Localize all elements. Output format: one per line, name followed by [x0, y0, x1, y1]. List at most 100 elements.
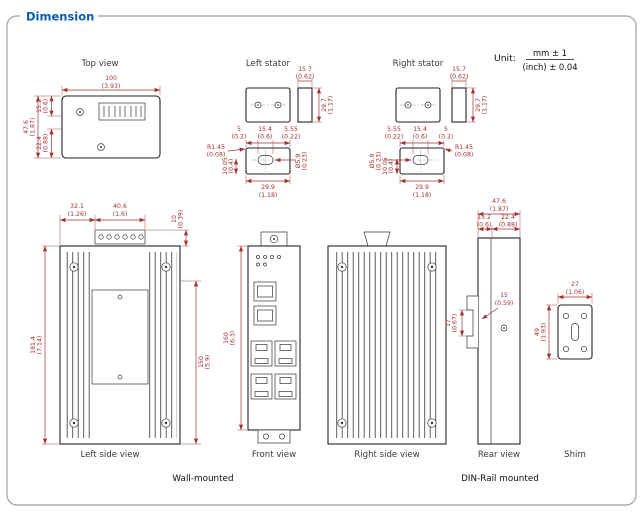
heatsink-fins: [63, 252, 91, 438]
dim-rstator-radius-in: (0.08): [455, 152, 474, 159]
screw-hole: [76, 108, 84, 116]
dim-rstator-hole-mm: Ø5.9: [368, 154, 376, 169]
right-stator-view: Right stator 15.7 (0.62) 29.7 (1.17) 5.5…: [368, 59, 489, 199]
unit-inch: (inch) ± 0.04: [522, 62, 577, 72]
rear-screw: [500, 324, 508, 332]
stator-hole: [424, 101, 432, 109]
dim-topview-depth-in: (1.87): [30, 118, 37, 137]
dim-rstator-seg2-in: (0.6): [413, 134, 428, 141]
shim-hole: [580, 312, 588, 320]
sfp-slot: [253, 281, 277, 302]
dim-lstator-height-in: (1.17): [328, 96, 335, 115]
dim-lstator-width-mm: 29.9: [261, 184, 275, 191]
dim-lstator-hole-mm: Ø5.9: [294, 154, 302, 169]
mount-hole: [279, 433, 285, 440]
front-body: [247, 245, 301, 431]
dim-rstator-seg2-mm: 15.4: [413, 126, 427, 133]
plate-screw: [117, 374, 123, 380]
left-stator-plan: [245, 147, 291, 175]
shim-slot: [571, 323, 579, 341]
dim-lstator-radius-mm: R1.45: [207, 144, 225, 151]
left-side-view: 32.1 (1.26) 40.6 (1.6) 10 (0.39) 181.4 (…: [30, 203, 212, 460]
dim-topview-width-in: (3.93): [102, 83, 121, 90]
left-side-view-label: Left side view: [80, 450, 139, 460]
stator-hole: [404, 101, 412, 109]
dip-switch: [98, 102, 146, 121]
dim-rstator-seg3-in: (0.2): [439, 134, 454, 141]
dim-rear-depth-in: (0.67): [452, 314, 459, 333]
dim-rear-w2-mm: 22.4: [501, 214, 515, 221]
dim-lside-c-in: (0.39): [178, 210, 185, 229]
screw-center: [100, 146, 102, 148]
dim-rstator-width-mm: 29.9: [415, 184, 429, 191]
shim-view-label: Shim: [564, 450, 586, 460]
dim-lside-a-in: (1.26): [68, 211, 87, 218]
dim-shim-height-in: (1.93): [541, 323, 548, 342]
dim-rstator-radius-mm: R1.45: [455, 144, 473, 151]
section-frame: Dimension: [6, 8, 637, 506]
dim-shim-width-mm: 27: [571, 281, 579, 288]
top-view: Top view 100 (3.93) 15.2 (0.6) 47.6 (1.8…: [23, 59, 161, 159]
right-stator-profile: [451, 87, 467, 123]
dim-rstator-height-mm: 29.7: [475, 98, 482, 112]
dim-lside-c-mm: 10: [171, 215, 178, 223]
rj45-port: [250, 340, 273, 367]
dim-rstator-seg1-mm: 5.55: [387, 126, 401, 133]
dim-rear-clip-mm: 15: [500, 292, 508, 299]
dim-topview-width-mm: 100: [105, 75, 117, 82]
dim-lside-a-mm: 32.1: [70, 203, 84, 210]
unit-mm: mm ± 1: [533, 48, 567, 58]
dim-rear-clip-in: (0.59): [495, 300, 514, 307]
dim-lstator-seg2-in: (0.6): [258, 134, 273, 141]
dim-lstator-hole-in: (0.23): [302, 152, 309, 171]
left-stator-view: Left stator 15.7 (0.62) 29.7 (1.17) 5 (0…: [207, 59, 335, 199]
dim-rear-width-mm: 47.6: [492, 198, 506, 205]
shim-hole: [580, 345, 588, 353]
dim-lstator-seg2-mm: 15.4: [258, 126, 272, 133]
dim-rear-w2-in: (0.88): [499, 222, 518, 229]
rear-body: [477, 237, 521, 445]
dim-rstator-inset-in: (0.4): [388, 159, 395, 174]
din-rail-clip: [466, 295, 478, 349]
dim-rstator-hole-in: (0.23): [376, 152, 383, 171]
dim-rear-w1-mm: 15.2: [477, 214, 491, 221]
dim-lstator-flange-mm: 15.7: [298, 66, 312, 73]
dim-lstator-seg1-in: (0.2): [232, 134, 247, 141]
right-side-view: Right side view: [327, 231, 447, 460]
dim-lstator-seg3-mm: 5.55: [284, 126, 298, 133]
bottom-mount-ear: [257, 429, 291, 444]
dim-rstator-seg3-mm: 5: [444, 126, 448, 133]
dim-lside-plate-in: (5.9): [205, 355, 212, 370]
dim-rear-w1-in: (0.6): [477, 222, 492, 229]
dim-topview-depth-mm: 47.6: [23, 120, 30, 134]
mounting-plate: [91, 289, 149, 385]
dim-front-height-in: (6.3): [230, 331, 237, 346]
dim-lstator-seg1-mm: 5: [237, 126, 241, 133]
wall-mounted-label: Wall-mounted: [172, 474, 233, 484]
dim-rstator-seg1-in: (0.22): [385, 134, 404, 141]
right-side-view-label: Right side view: [354, 450, 420, 460]
front-view-label: Front view: [252, 450, 296, 460]
terminal-block: [94, 229, 146, 245]
stator-hole: [274, 101, 282, 109]
dim-rstator-flange-in: (0.62): [450, 74, 469, 81]
dim-rear-width-in: (1.87): [490, 206, 509, 213]
led-indicators: [256, 255, 281, 267]
shim-body: [557, 304, 593, 360]
left-stator-profile: [297, 87, 313, 123]
dim-lstator-inset-mm: 10.05: [222, 157, 229, 175]
unit-label: Unit:: [494, 53, 516, 64]
heatsink-fins: [149, 252, 177, 438]
heatsink-fins: [334, 252, 440, 438]
title-backing: [20, 8, 98, 23]
dim-topview-offset-in: (0.6): [43, 99, 50, 114]
dim-lside-b-mm: 40.6: [113, 203, 127, 210]
dim-lstator-seg3-in: (0.22): [282, 134, 301, 141]
dim-rstator-inset-mm: 10.05: [382, 157, 389, 175]
dim-lstator-inset-in: (0.4): [228, 159, 235, 174]
plate-screw: [117, 294, 123, 300]
dim-lside-plate-mm: 150: [198, 356, 205, 368]
rj45-port: [250, 373, 273, 400]
shim-view: 27 (1.06) 49 (1.93) Shim: [534, 281, 593, 460]
